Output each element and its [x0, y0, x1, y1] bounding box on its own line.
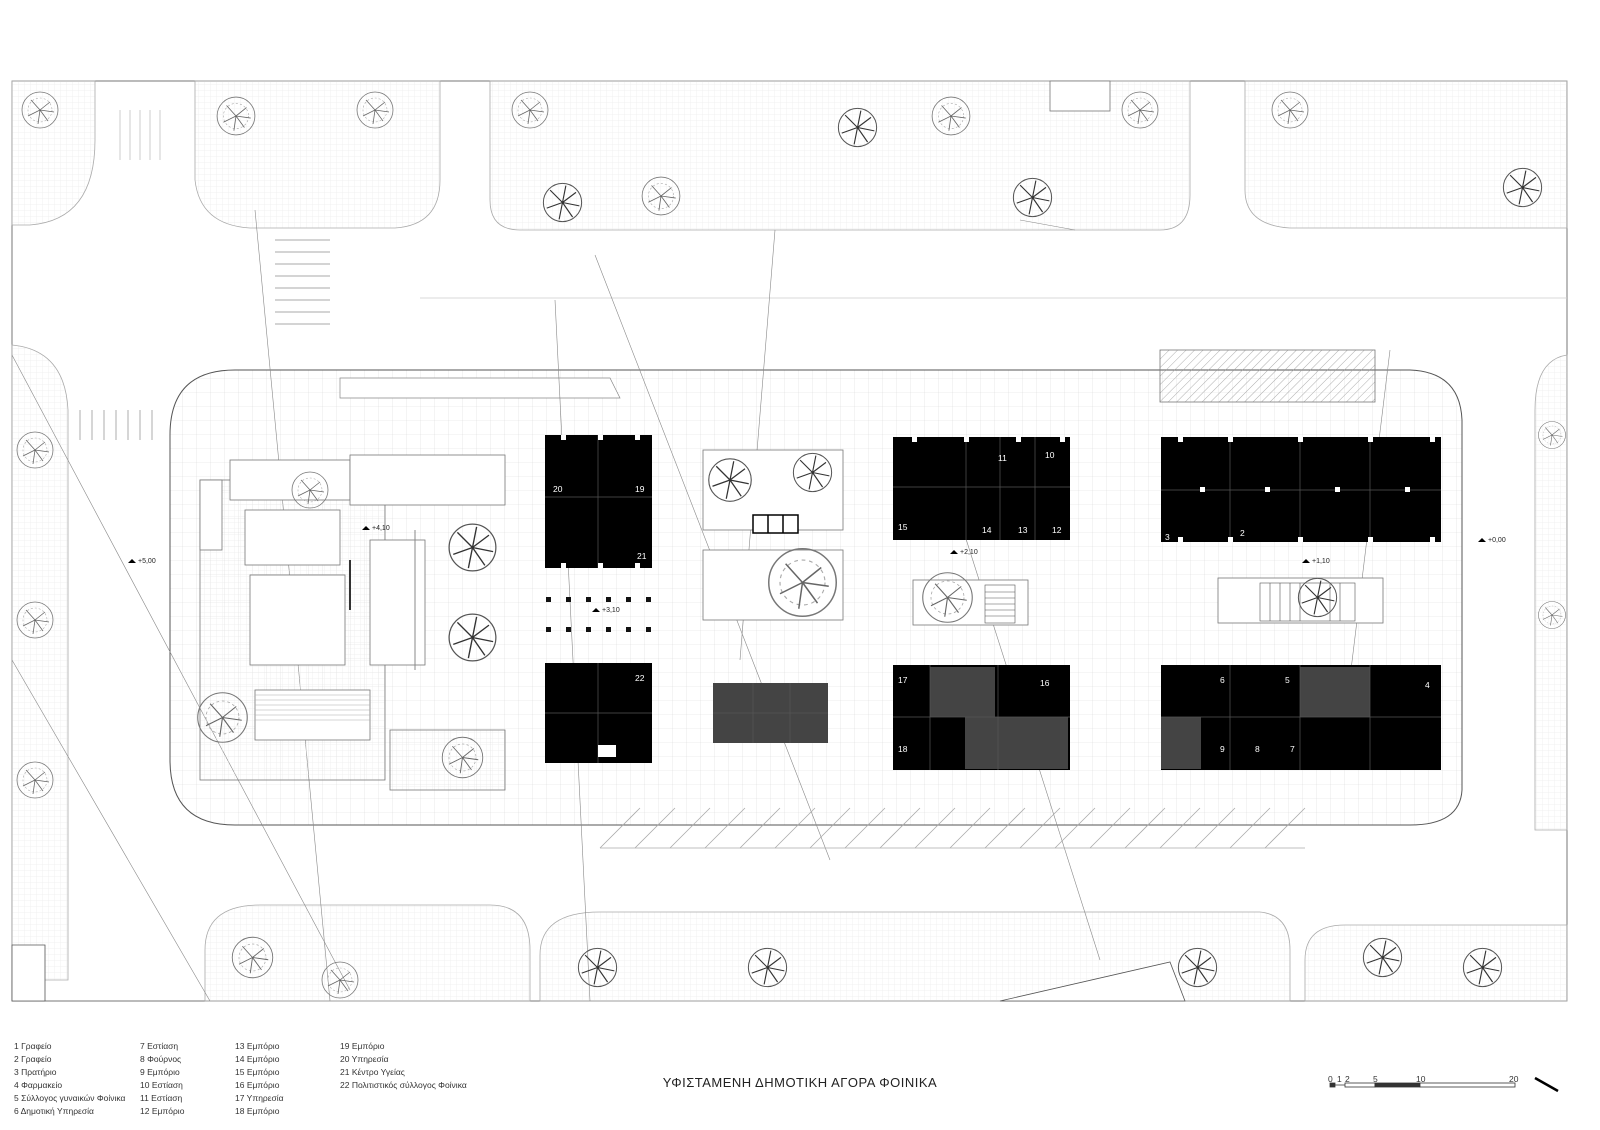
top-building: [1049, 80, 1111, 112]
legend-item: 21 Κέντρο Υγείας: [340, 1067, 405, 1077]
svg-text:3: 3: [1165, 532, 1170, 542]
unit-numbers: 1 2 3 4 5 6 7 8 9 10 11 12 13 14 15 16 1…: [553, 450, 1467, 754]
legend-column-2: 7 Εστίαση 8 Φούρνος 9 Εμπόριο 10 Εστίαση…: [140, 1040, 184, 1118]
svg-text:+4,10: +4,10: [372, 525, 390, 532]
legend-item: 15 Εμπόριο: [235, 1067, 280, 1077]
level-marker-icon: [1302, 559, 1310, 563]
block-19-21: [545, 435, 652, 568]
crosswalk-left: [79, 410, 153, 440]
svg-text:12: 12: [1052, 525, 1062, 535]
level-marker-icon: [950, 550, 958, 554]
svg-text:9: 9: [1220, 744, 1225, 754]
svg-text:2: 2: [1240, 528, 1245, 538]
svg-text:15: 15: [898, 522, 908, 532]
top-blocks: [11, 80, 1568, 231]
wc-block: [752, 514, 799, 534]
svg-text:20: 20: [553, 484, 563, 494]
svg-text:14: 14: [982, 525, 992, 535]
svg-text:6: 6: [1220, 675, 1225, 685]
scale-label: 1: [1337, 1074, 1342, 1084]
crosswalk-top: [275, 239, 330, 325]
legend-item: 16 Εμπόριο: [235, 1080, 280, 1090]
legend-item: 9 Εμπόριο: [140, 1067, 180, 1077]
stairs: [984, 582, 1356, 624]
legend-item: 12 Εμπόριο: [140, 1106, 185, 1116]
courtyard-block: [199, 454, 506, 791]
legend-item: 10 Εστίαση: [140, 1080, 183, 1090]
legend-item: 20 Υπηρεσία: [340, 1054, 389, 1064]
svg-text:21: 21: [637, 551, 647, 561]
level-marker-icon: [128, 559, 136, 563]
legend-item: 4 Φαρμακείο: [14, 1080, 63, 1090]
legend-item: 14 Εμπόριο: [235, 1054, 280, 1064]
bottom-blocks: [204, 904, 1568, 1002]
svg-text:+5,00: +5,00: [138, 558, 156, 565]
scale-label: 5: [1373, 1074, 1378, 1084]
legend-item: 17 Υπηρεσία: [235, 1093, 284, 1103]
left-sidewalk: [11, 344, 69, 981]
svg-text:1: 1: [1462, 524, 1467, 534]
scale-label: 20: [1509, 1074, 1519, 1084]
scale-bar: [1329, 1082, 1516, 1088]
legend-item: 8 Φούρνος: [140, 1054, 182, 1064]
courtyard-steps: [255, 694, 370, 721]
svg-text:11: 11: [998, 453, 1007, 463]
legend-item: 11 Εστίαση: [140, 1093, 183, 1103]
legend-item: 1 Γραφείο: [14, 1041, 52, 1051]
legend-item: 7 Εστίαση: [140, 1041, 179, 1051]
legend-item: 2 Γραφείο: [14, 1054, 52, 1064]
legend-item: 5 Σύλλογος γυναικών Φοίνικα: [14, 1093, 126, 1103]
legend-item: 6 Δημοτική Υπηρεσία: [14, 1106, 94, 1116]
scale-label: 2: [1345, 1074, 1350, 1084]
svg-text:5: 5: [1285, 675, 1290, 685]
legend-item: 18 Εμπόριο: [235, 1106, 280, 1116]
hatched-area: [1159, 349, 1376, 403]
block-10-15: [893, 437, 1070, 540]
plaza-upper-wall: [339, 377, 621, 399]
svg-text:10: 10: [1045, 450, 1055, 460]
svg-text:22: 22: [635, 673, 645, 683]
svg-text:+1,10: +1,10: [1312, 558, 1330, 565]
parking-bays: [599, 807, 1306, 849]
svg-text:17: 17: [898, 675, 908, 685]
svg-text:4: 4: [1425, 680, 1430, 690]
unit-blocks: [545, 435, 1441, 770]
columns: [561, 435, 1435, 757]
legend-column-3: 13 Εμπόριο 14 Εμπόριο 15 Εμπόριο 16 Εμπό…: [235, 1040, 284, 1118]
svg-text:8: 8: [1255, 744, 1260, 754]
bottom-buildings: [11, 944, 1186, 1002]
svg-text:+0,00: +0,00: [1488, 537, 1506, 544]
level-marker-icon: [592, 608, 600, 612]
legend-item: 22 Πολιτιστικός σύλλογος Φοίνικα: [340, 1080, 467, 1090]
svg-text:13: 13: [1018, 525, 1028, 535]
block-1-3: [1161, 437, 1441, 542]
svg-text:18: 18: [898, 744, 908, 754]
level-marker-icon: [1478, 538, 1486, 542]
north-arrow-icon: [1534, 1076, 1559, 1093]
drawing-title: ΥΦΙΣΤΑΜΕΝΗ ΔΗΜΟΤΙΚΗ ΑΓΟΡΑ ΦΟΙΝΙΚΑ: [662, 1075, 938, 1090]
svg-text:16: 16: [1040, 678, 1050, 688]
svg-text:+2,10: +2,10: [960, 549, 978, 556]
crosswalk-upper: [119, 110, 161, 160]
pavilion-columns: [546, 597, 651, 632]
level-marker-icon: [362, 526, 370, 530]
legend-item: 13 Εμπόριο: [235, 1041, 280, 1051]
legend-column-1: 1 Γραφείο 2 Γραφείο 3 Πρατήριο 4 Φαρμακε…: [14, 1040, 125, 1118]
scale-label: 10: [1416, 1074, 1426, 1084]
scale-label: 0: [1328, 1074, 1333, 1084]
legend-item: 19 Εμπόριο: [340, 1041, 385, 1051]
legend-column-4: 19 Εμπόριο 20 Υπηρεσία 21 Κέντρο Υγείας …: [340, 1040, 467, 1092]
svg-text:7: 7: [1290, 744, 1295, 754]
svg-text:+3,10: +3,10: [602, 607, 620, 614]
legend-item: 3 Πρατήριο: [14, 1067, 57, 1077]
svg-text:19: 19: [635, 484, 645, 494]
elevation-markers: +5,00 +4,10 +3,10 +2,10 +1,10 +0,00: [128, 525, 1506, 614]
right-sidewalk: [1534, 354, 1568, 831]
